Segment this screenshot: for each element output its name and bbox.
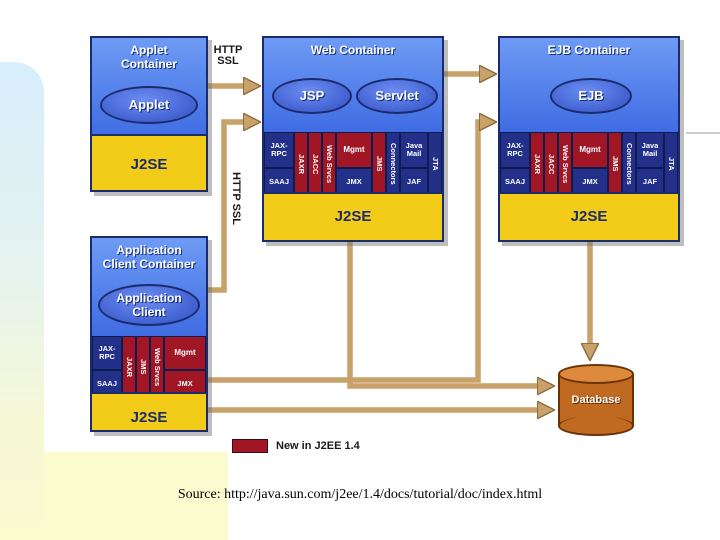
applet-container-title: Applet Container — [120, 43, 177, 71]
ejb-api-jms-label: JMS — [611, 156, 620, 172]
ejb-api-jmx: JMX — [572, 168, 608, 196]
applet-platform-j2se: J2SE — [130, 156, 168, 173]
web-api-jms-label: JMS — [375, 156, 384, 172]
applet-component: Applet — [100, 86, 198, 124]
ejb-api-saaj: SAAJ — [500, 168, 530, 196]
ejb-api-jacc-label: JACC — [547, 153, 556, 175]
web-api-web-srvcs: Web Srvcs — [322, 132, 336, 196]
app-api-jms: JMS — [136, 336, 150, 398]
web-container: Web Container JSP Servlet JAX- RPC SAAJ … — [262, 36, 444, 242]
application-client-component: Application Client — [98, 284, 200, 326]
web-api-connectors: Connectors — [386, 132, 400, 196]
web-api-jacc-label: JACC — [311, 153, 320, 175]
database-cylinder: Database — [558, 364, 634, 436]
web-platform-j2se: J2SE — [334, 208, 372, 225]
ejb-api-mgmt: Mgmt — [572, 132, 608, 168]
web-api-saaj: SAAJ — [264, 168, 294, 196]
ejb-api-java-mail: Java Mail — [636, 132, 664, 168]
ejb-platform-j2se: J2SE — [570, 208, 608, 225]
ejb-api-connectors: Connectors — [622, 132, 636, 196]
ejb-api-jta: JTA — [664, 132, 678, 196]
web-api-web-srvcs-label: Web Srvcs — [325, 144, 334, 184]
servlet-component: Servlet — [356, 78, 438, 114]
app-api-jaxr-label: JAXR — [125, 356, 134, 377]
app-client-container-title: Application Client Container — [102, 243, 196, 271]
web-api-connectors-label: Connectors — [389, 143, 398, 185]
applet-container: Applet Container Applet J2SE — [90, 36, 208, 192]
slide-bottom-yellow-block — [44, 452, 228, 540]
ejb-api-jaf: JAF — [636, 168, 664, 196]
ejb-api-jax-rpc: JAX- RPC — [500, 132, 530, 168]
web-api-jaf: JAF — [400, 168, 428, 196]
source-caption: Source: http://java.sun.com/j2ee/1.4/doc… — [177, 487, 543, 502]
web-api-jta-label: JTA — [431, 157, 440, 171]
web-api-java-mail: Java Mail — [400, 132, 428, 168]
ejb-api-jta-label: JTA — [667, 157, 676, 171]
ejb-container: EJB Container EJB JAX- RPC SAAJ JAXR JAC… — [498, 36, 680, 242]
web-api-jaxr-label: JAXR — [297, 153, 306, 174]
app-api-mgmt: Mgmt — [164, 336, 206, 370]
database-label: Database — [571, 394, 621, 406]
web-api-jms: JMS — [372, 132, 386, 196]
ejb-api-jacc: JACC — [544, 132, 558, 196]
arrow-appclient-to-web — [208, 122, 252, 293]
app-api-jaxr: JAXR — [122, 336, 136, 398]
app-api-jax-rpc: JAX- RPC — [92, 336, 122, 370]
app-client-container: Application Client Container Application… — [90, 236, 208, 432]
web-api-jaxr: JAXR — [294, 132, 308, 196]
slide-right-divider-line — [686, 132, 720, 134]
app-api-web-srvcs-label: Web Srvcs — [153, 347, 162, 387]
web-api-jacc: JACC — [308, 132, 322, 196]
legend-new-label: New in J2EE 1.4 — [276, 440, 360, 452]
ejb-api-web-srvcs-label: Web Srvcs — [561, 144, 570, 184]
app-api-web-srvcs: Web Srvcs — [150, 336, 164, 398]
web-container-title: Web Container — [310, 43, 396, 57]
web-api-mgmt: Mgmt — [336, 132, 372, 168]
ejb-api-jaxr: JAXR — [530, 132, 544, 196]
ejb-api-jaxr-label: JAXR — [533, 153, 542, 174]
ejb-api-connectors-label: Connectors — [625, 143, 634, 185]
app-client-platform-j2se: J2SE — [130, 409, 168, 426]
ejb-api-web-srvcs: Web Srvcs — [558, 132, 572, 196]
arrow-web-to-database — [347, 242, 546, 386]
ejb-component: EJB — [550, 78, 632, 114]
jsp-component: JSP — [272, 78, 352, 114]
http-ssl-label-top: HTTP SSL — [213, 44, 243, 67]
app-api-jms-label: JMS — [139, 359, 148, 375]
web-api-jax-rpc: JAX- RPC — [264, 132, 294, 168]
http-ssl-label-side: HTTP SSL — [230, 172, 242, 225]
slide-left-gradient-strip — [0, 62, 44, 540]
ejb-container-title: EJB Container — [547, 43, 631, 57]
arrow-appclient-to-ejb — [208, 122, 488, 383]
ejb-api-jms: JMS — [608, 132, 622, 196]
web-api-jta: JTA — [428, 132, 442, 196]
legend-new-swatch — [232, 439, 268, 453]
